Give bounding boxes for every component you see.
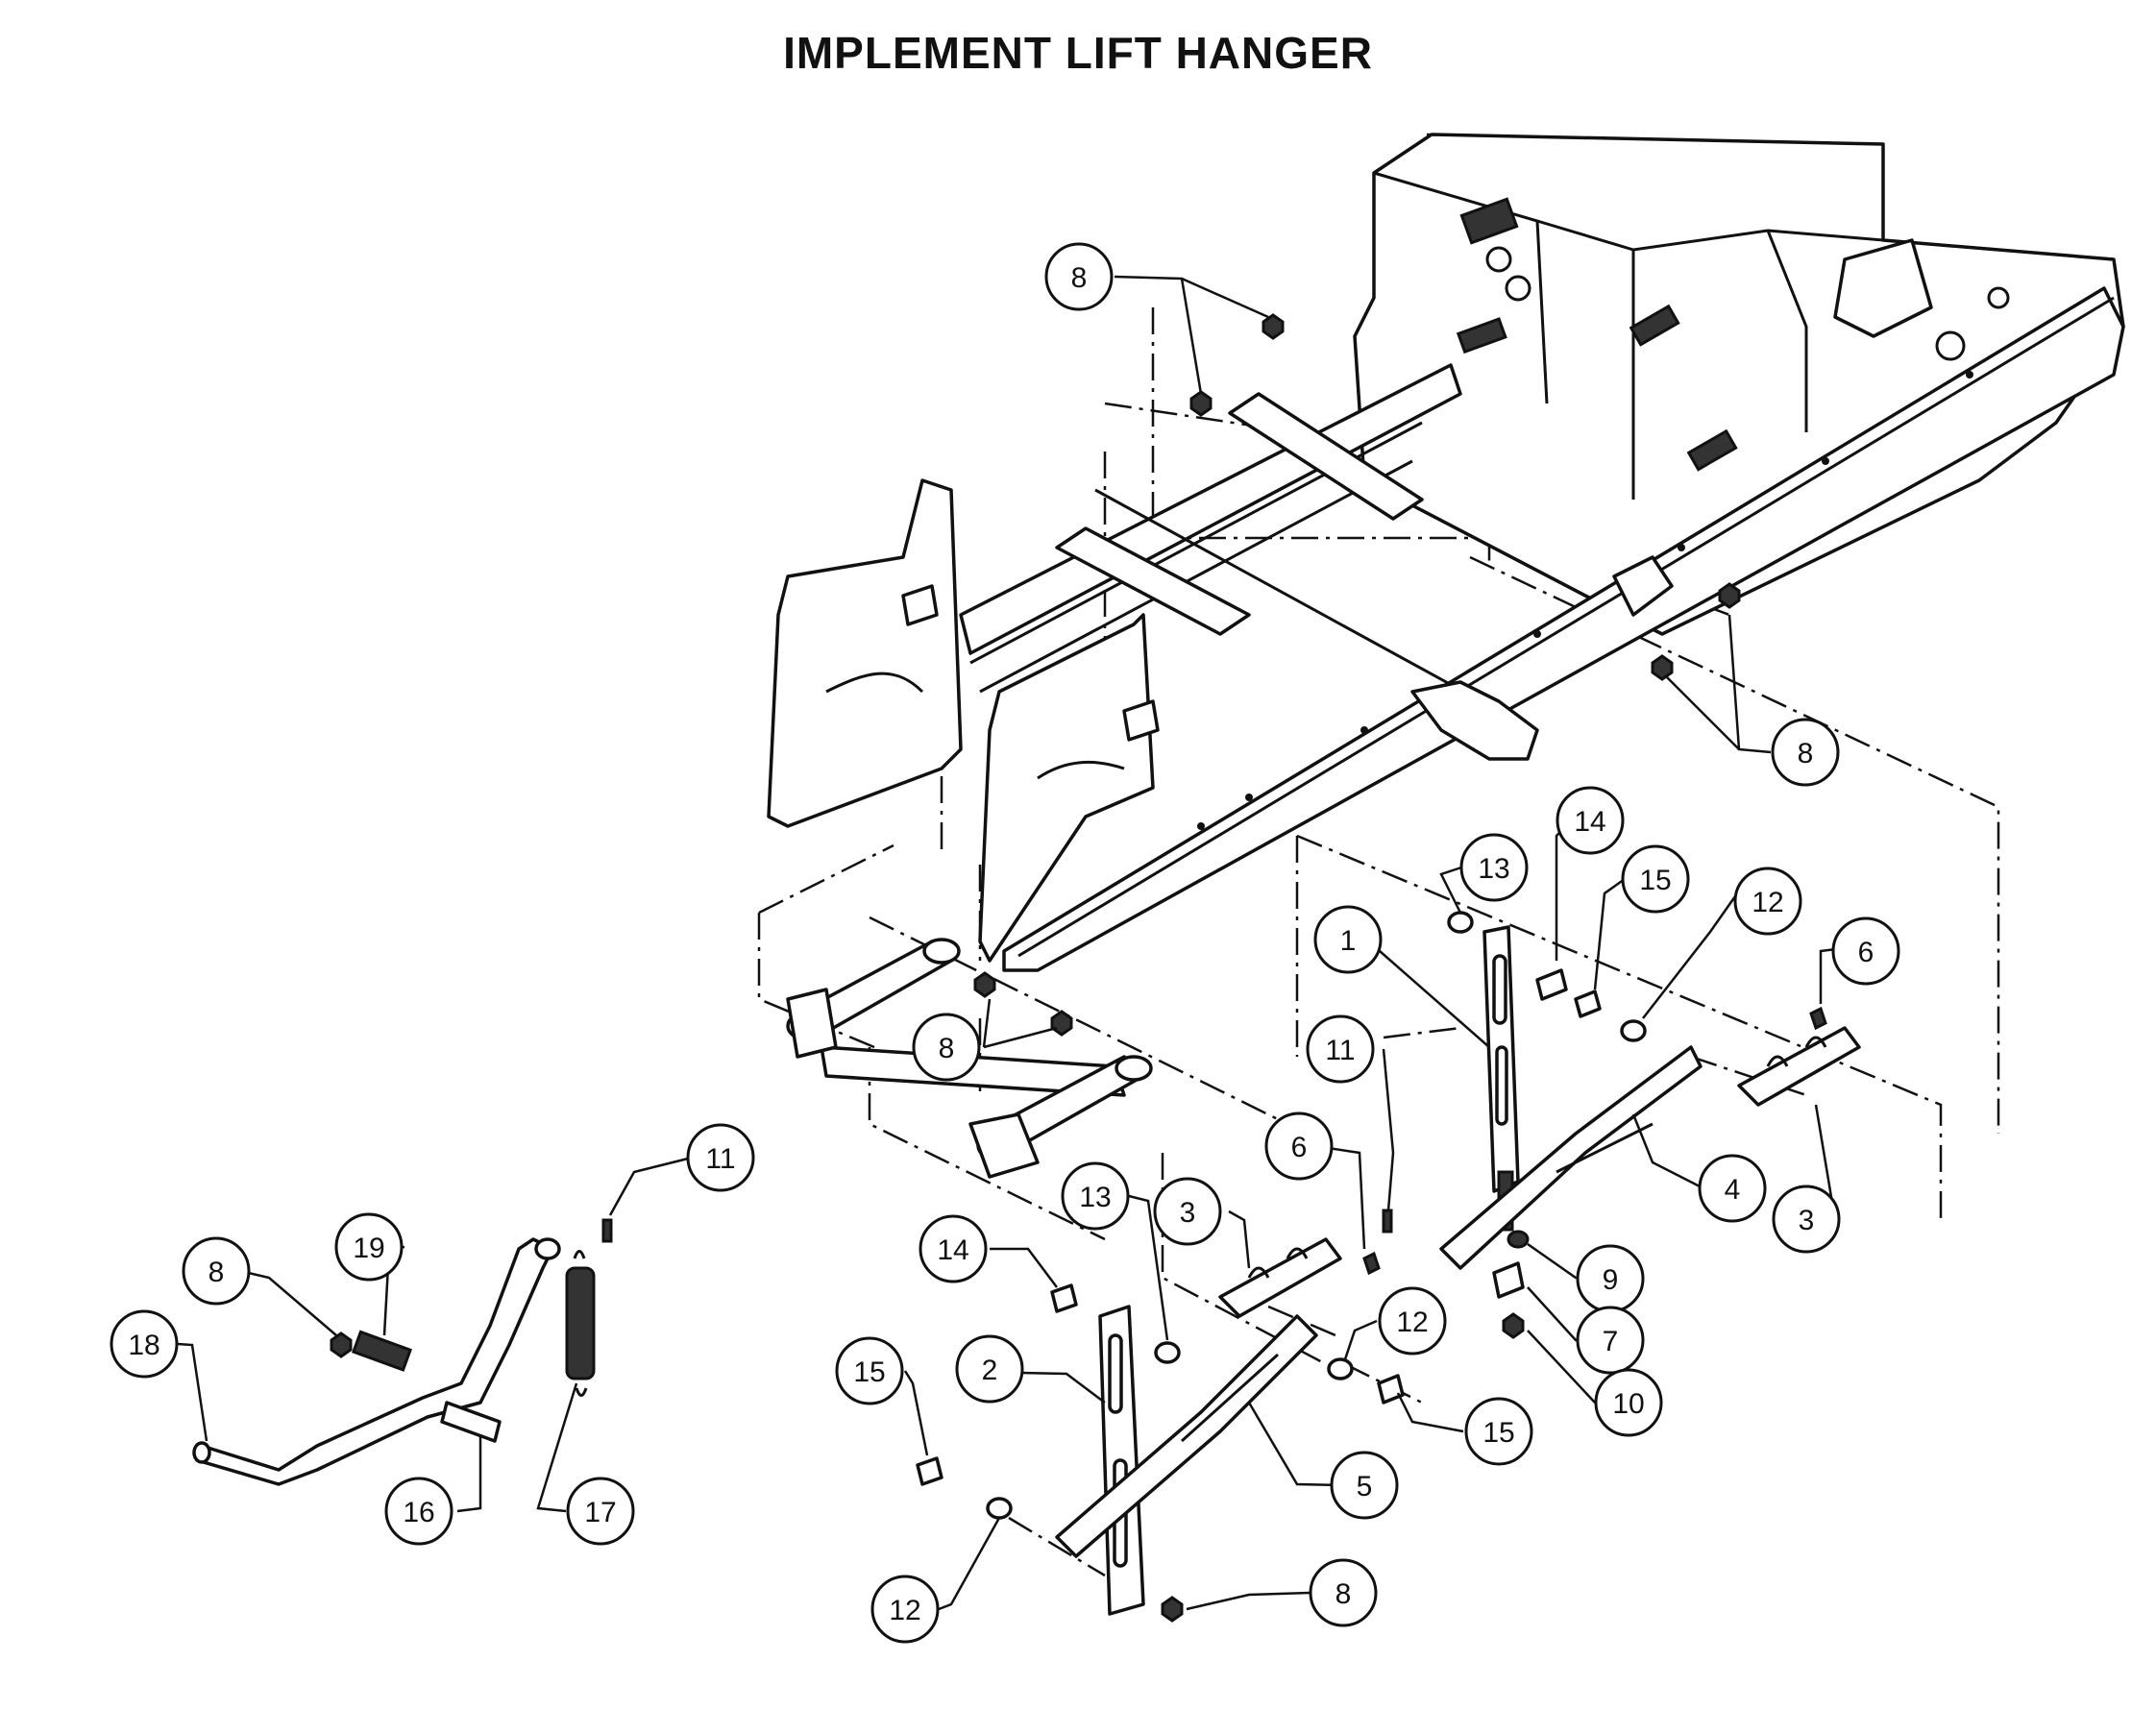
callout-13-left: 13 — [1061, 1161, 1130, 1231]
frame-front-plate-right — [978, 613, 1155, 963]
spring-19 — [351, 1330, 412, 1372]
callout-3-right: 3 — [1772, 1185, 1841, 1254]
tractor-frame — [767, 133, 2125, 972]
svg-text:8: 8 — [1335, 1578, 1352, 1610]
callout-9: 9 — [1576, 1244, 1645, 1313]
callout-15-left: 15 — [835, 1336, 904, 1405]
lift-hanger-right — [1439, 925, 1703, 1270]
svg-text:9: 9 — [1603, 1264, 1619, 1296]
callout-18: 18 — [110, 1309, 179, 1379]
frame-crossmember-rear — [1228, 392, 1424, 521]
svg-text:1: 1 — [1340, 925, 1357, 957]
callout-7: 7 — [1576, 1306, 1645, 1375]
svg-text:10: 10 — [1612, 1388, 1644, 1420]
callout-17: 17 — [566, 1477, 635, 1546]
lift-handle-assembly — [192, 1237, 596, 1486]
callout-15-right: 15 — [1621, 844, 1690, 914]
svg-text:5: 5 — [1357, 1471, 1373, 1502]
svg-text:13: 13 — [1079, 1182, 1111, 1213]
callout-1: 1 — [1313, 905, 1383, 974]
callout-12-right: 12 — [1733, 867, 1802, 936]
callout-14-right: 14 — [1556, 786, 1625, 855]
svg-text:12: 12 — [1396, 1307, 1428, 1338]
svg-text:18: 18 — [128, 1330, 159, 1361]
callout-5: 5 — [1330, 1451, 1399, 1520]
callout-15-center: 15 — [1464, 1397, 1533, 1466]
svg-text:8: 8 — [208, 1257, 225, 1288]
callout-2: 2 — [955, 1334, 1024, 1404]
svg-text:8: 8 — [1798, 738, 1814, 770]
frame-crossmember-front — [1055, 526, 1251, 636]
svg-text:4: 4 — [1725, 1174, 1741, 1206]
callout-10: 10 — [1594, 1368, 1663, 1437]
svg-text:17: 17 — [584, 1497, 616, 1528]
callout-12-left: 12 — [870, 1575, 940, 1644]
lift-hanger-left — [1055, 1305, 1318, 1616]
callout-8-right-frame: 8 — [1771, 718, 1840, 787]
svg-text:13: 13 — [1478, 853, 1509, 885]
svg-text:11: 11 — [1325, 1035, 1355, 1066]
callout-8-shaft: 8 — [912, 1013, 981, 1082]
svg-text:15: 15 — [1639, 865, 1671, 896]
hanger-bracket-3-left — [1218, 1237, 1342, 1318]
svg-text:16: 16 — [403, 1497, 434, 1528]
svg-text:3: 3 — [1799, 1205, 1815, 1236]
svg-text:12: 12 — [1752, 887, 1783, 918]
callout-8-top: 8 — [1044, 242, 1114, 311]
svg-text:12: 12 — [889, 1595, 920, 1626]
callout-12-center: 12 — [1378, 1286, 1447, 1356]
frame-front-plate-left — [767, 478, 963, 828]
svg-text:8: 8 — [939, 1033, 955, 1064]
svg-text:6: 6 — [1858, 937, 1874, 968]
svg-text:11: 11 — [705, 1143, 735, 1175]
callout-3-left: 3 — [1153, 1177, 1222, 1246]
rear-frame-housing — [1353, 133, 2125, 636]
callout-13-right: 13 — [1459, 833, 1529, 902]
svg-text:2: 2 — [982, 1355, 998, 1386]
callout-11-center: 11 — [1306, 1014, 1375, 1084]
callout-14-left: 14 — [919, 1214, 988, 1283]
pivot-pin-16 — [440, 1401, 502, 1443]
lift-shaft-assembly — [786, 938, 1153, 1179]
spring-17 — [565, 1250, 596, 1397]
callout-6-center: 6 — [1264, 1112, 1334, 1181]
diagram-title: IMPLEMENT LIFT HANGER — [783, 28, 1373, 78]
svg-text:15: 15 — [853, 1356, 885, 1388]
svg-text:19: 19 — [353, 1233, 384, 1264]
hanger-bracket-3-right — [1737, 1026, 1861, 1107]
hanger-arm-4 — [1439, 1045, 1703, 1270]
svg-text:3: 3 — [1180, 1197, 1196, 1229]
callout-bubbles: 8 8 8 8 8 13 14 15 12 6 1 11 6 3 4 3 9 7… — [110, 242, 1900, 1644]
svg-text:14: 14 — [1574, 806, 1605, 838]
callout-8-handle: 8 — [182, 1236, 251, 1306]
svg-text:14: 14 — [937, 1234, 968, 1266]
hardware — [330, 313, 1827, 1623]
svg-text:7: 7 — [1603, 1326, 1619, 1357]
callout-16: 16 — [384, 1477, 453, 1546]
callout-4: 4 — [1698, 1154, 1767, 1223]
svg-text:15: 15 — [1482, 1417, 1514, 1449]
callout-6-right: 6 — [1831, 916, 1900, 986]
lift-shaft-lower — [820, 1045, 1126, 1097]
callout-11-handle: 11 — [686, 1123, 755, 1192]
svg-text:6: 6 — [1291, 1132, 1308, 1163]
svg-text:8: 8 — [1071, 262, 1088, 294]
rail-bracket — [1410, 680, 1539, 761]
callout-19: 19 — [334, 1212, 404, 1282]
callout-8-lower: 8 — [1309, 1558, 1378, 1627]
